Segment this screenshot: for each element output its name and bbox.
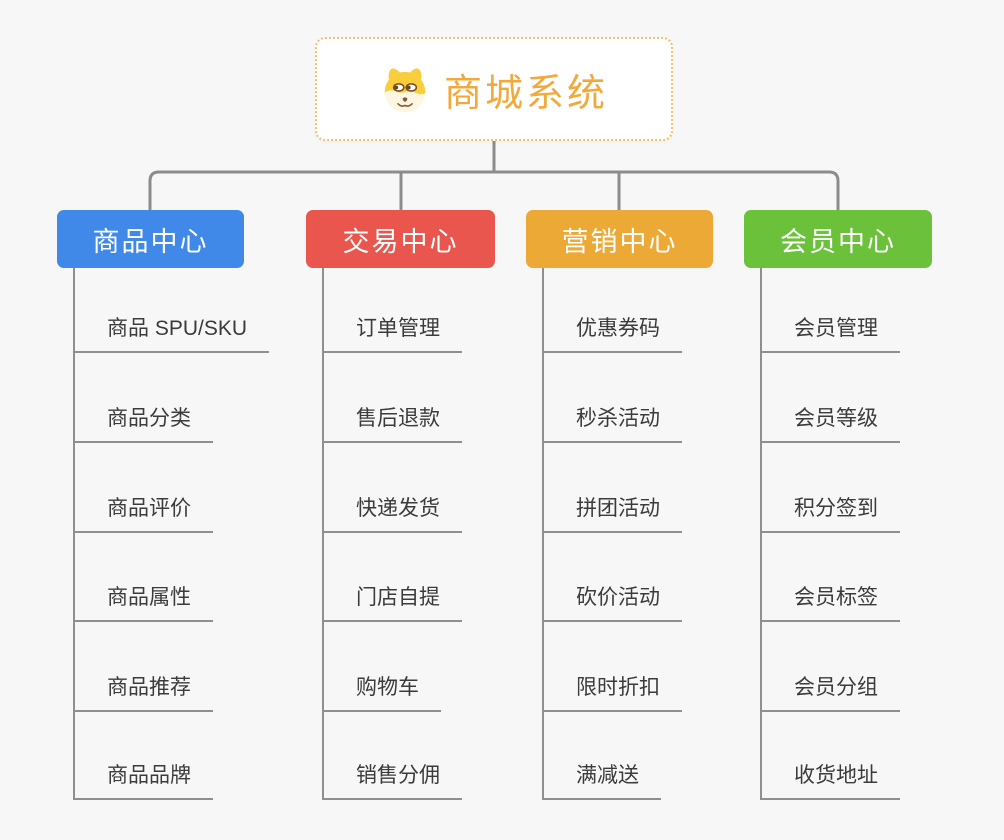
- leaf-node[interactable]: 优惠券码: [544, 315, 682, 353]
- leaf-node[interactable]: 商品属性: [75, 584, 213, 622]
- leaf-node[interactable]: 限时折扣: [544, 674, 682, 712]
- leaf-node[interactable]: 商品评价: [75, 495, 213, 533]
- leaf-node[interactable]: 售后退款: [324, 405, 462, 443]
- branch-label: 营销中心: [561, 226, 678, 257]
- leaf-node[interactable]: 满减送: [544, 762, 661, 800]
- branch-node-product-center[interactable]: 商品中心: [57, 210, 244, 268]
- leaf-node[interactable]: 销售分佣: [324, 762, 462, 800]
- leaf-node[interactable]: 会员管理: [762, 315, 900, 353]
- root-node-mall-system[interactable]: 商城系统: [315, 37, 673, 141]
- leaf-node[interactable]: 会员等级: [762, 405, 900, 443]
- leaf-node[interactable]: 商品分类: [75, 405, 213, 443]
- branch-node-member-center[interactable]: 会员中心: [744, 210, 932, 268]
- leaf-node[interactable]: 门店自提: [324, 584, 462, 622]
- leaf-node[interactable]: 订单管理: [324, 315, 462, 353]
- branch-children-member-center: 会员管理 会员等级 积分签到 会员标签 会员分组 收货地址: [760, 268, 1004, 800]
- branch-label: 交易中心: [342, 226, 459, 257]
- leaf-node[interactable]: 商品 SPU/SKU: [75, 315, 270, 353]
- root-node-label: 商城系统: [443, 72, 608, 115]
- branch-children-product-center: 商品 SPU/SKU 商品分类 商品评价 商品属性 商品推荐 商品品牌: [73, 268, 323, 800]
- dog-face-icon: [384, 68, 426, 113]
- dog-right-pupil: [406, 85, 411, 90]
- leaf-node[interactable]: 商品品牌: [75, 762, 213, 800]
- branch-children-marketing-center: 优惠券码 秒杀活动 拼团活动 砍价活动 限时折扣 满减送: [542, 268, 792, 800]
- branch-rail-line: [148, 170, 840, 212]
- branch-node-marketing-center[interactable]: 营销中心: [526, 210, 713, 268]
- leaf-node[interactable]: 拼团活动: [544, 495, 682, 533]
- dog-nose: [402, 97, 408, 102]
- dog-mouth: [397, 103, 413, 107]
- leaf-node[interactable]: 会员分组: [762, 674, 900, 712]
- leaf-node[interactable]: 砍价活动: [544, 584, 682, 622]
- branch-children-trade-center: 订单管理 售后退款 快递发货 门店自提 购物车 销售分佣: [322, 268, 572, 800]
- leaf-node[interactable]: 秒杀活动: [544, 405, 682, 443]
- leaf-node[interactable]: 快递发货: [324, 495, 462, 533]
- leaf-node[interactable]: 会员标签: [762, 584, 900, 622]
- leaf-node[interactable]: 收货地址: [762, 762, 900, 800]
- branch-label: 商品中心: [92, 226, 209, 257]
- dog-left-pupil: [394, 85, 399, 90]
- leaf-node[interactable]: 积分签到: [762, 495, 900, 533]
- branch-label: 会员中心: [780, 226, 896, 257]
- leaf-node[interactable]: 商品推荐: [75, 674, 213, 712]
- connector-lines: [148, 139, 840, 212]
- leaf-node[interactable]: 购物车: [324, 674, 441, 712]
- branch-node-trade-center[interactable]: 交易中心: [306, 210, 495, 268]
